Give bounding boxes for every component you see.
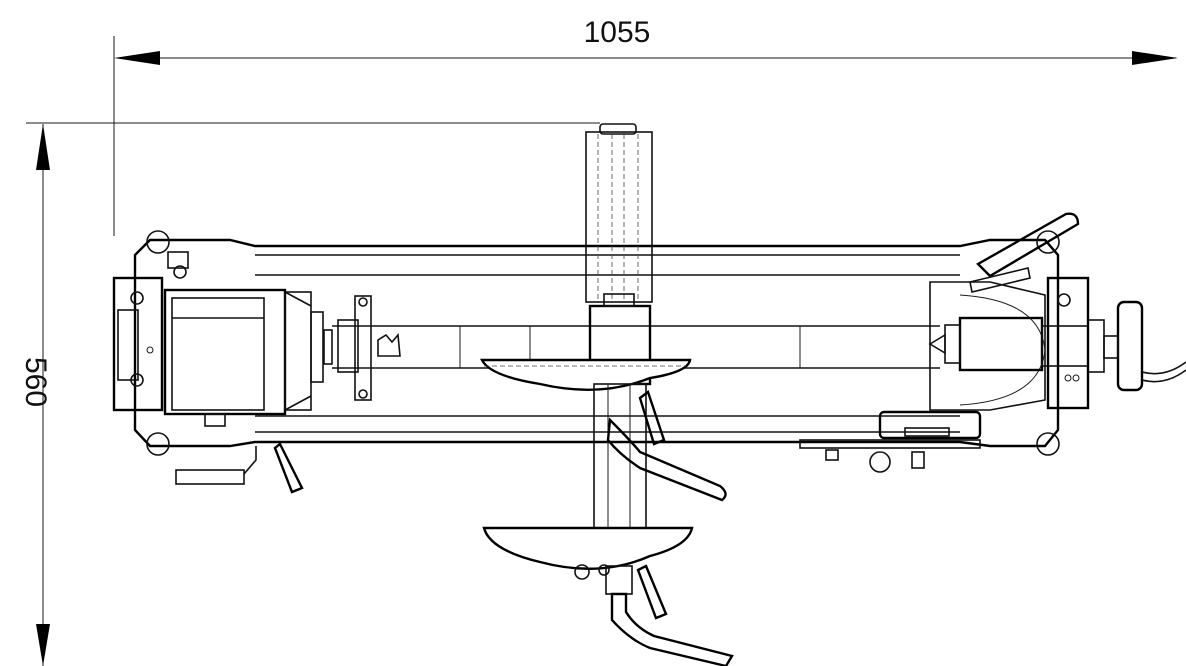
- height-dimension-label: 560: [19, 357, 52, 407]
- height-dimension: 560: [19, 122, 600, 666]
- machine-body: [112, 212, 1186, 494]
- width-dimension: 1055: [113, 16, 1178, 236]
- width-dimension-label: 1055: [584, 16, 651, 49]
- swing-arm: [480, 123, 734, 666]
